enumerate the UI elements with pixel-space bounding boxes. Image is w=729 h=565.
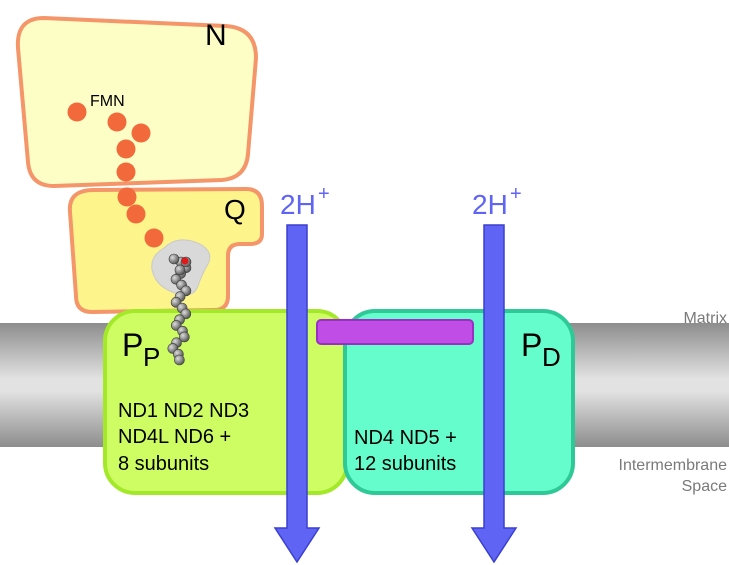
n-module (15, 15, 259, 189)
fmn-label: FMN (90, 93, 125, 110)
pd-label-main: P (521, 327, 542, 363)
pp-label-main: P (122, 327, 143, 363)
ubiquinone-head-bead (174, 264, 186, 276)
proton-label-2: 2H + (472, 183, 522, 220)
ubiquinone-molecule (167, 253, 192, 366)
fe-s-cluster-dot (107, 112, 127, 132)
fe-s-cluster-dot (126, 204, 146, 224)
pd-label-sub: D (542, 342, 561, 372)
fe-s-cluster-dot (116, 139, 136, 159)
pd-module (343, 309, 575, 495)
fe-s-cluster-dot (131, 123, 151, 143)
proton-label-2-text: 2H (472, 189, 508, 220)
proton-label-1: 2H + (280, 183, 330, 220)
pp-subunits-line-2: ND4L ND6 + (118, 426, 231, 448)
proton-arrow-shape (273, 224, 321, 564)
pp-subunits-line-1: ND1 ND2 ND3 (118, 400, 249, 422)
proton-arrow-shape (470, 224, 518, 564)
pd-subunits-line-2: 12 subunits (354, 453, 456, 475)
matrix-label: Matrix (683, 310, 727, 327)
iron-sulfur-chain (67, 102, 164, 248)
fe-s-cluster-dot (144, 228, 164, 248)
oxygen-atom (181, 257, 189, 265)
proton-arrow-1 (273, 224, 321, 564)
ims-label-line-1: Intermembrane (619, 457, 728, 474)
pp-label-sub: P (143, 342, 160, 372)
lateral-helix (316, 319, 474, 345)
ims-label-line-2: Space (682, 478, 727, 495)
proton-label-1-charge: + (318, 183, 330, 205)
proton-label-1-text: 2H (280, 189, 316, 220)
ubiquinone-head-bead (168, 253, 180, 265)
pd-subunits-line-1: ND4 ND5 + (354, 427, 457, 449)
n-module-label: N (205, 19, 227, 52)
fe-s-cluster-dot (116, 162, 136, 182)
pp-module-label: P P (122, 327, 160, 372)
q-module-label: Q (224, 194, 246, 225)
proton-arrow-2 (470, 224, 518, 564)
ubiquinone-bead (179, 331, 190, 343)
pp-subunits-line-3: 8 subunits (118, 453, 209, 475)
ubiquinone-bead (174, 354, 185, 366)
fe-s-cluster-dot (117, 187, 137, 207)
pd-module-label: P D (521, 327, 561, 372)
fe-s-cluster-dot (67, 102, 87, 122)
proton-label-2-charge: + (510, 183, 522, 205)
